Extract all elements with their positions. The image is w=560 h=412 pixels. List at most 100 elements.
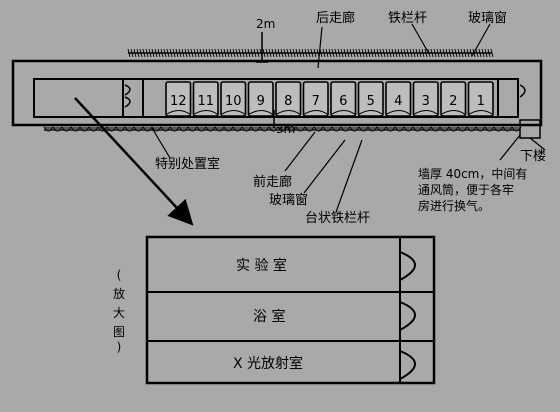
cell-11: 11 (192, 81, 219, 117)
top-railing-post (409, 48, 413, 58)
top-railing-post (181, 48, 185, 58)
top-railing-post (136, 48, 140, 58)
top-railing-post (415, 48, 419, 58)
top-railing-post (424, 48, 428, 58)
top-railing-post (271, 48, 275, 58)
terrace-railing-scallop (493, 126, 504, 132)
wall-thickness-note: 墙厚 40cm，中间有 通风筒，便于各牢 房进行换气。 (418, 166, 527, 214)
top-railing-post (295, 48, 299, 58)
top-railing-post (478, 48, 482, 58)
cell-box (275, 81, 302, 117)
top-railing-post (421, 48, 425, 58)
top-railing-post (454, 48, 458, 58)
cell-1: 1 (467, 81, 494, 117)
top-railing-post (184, 48, 188, 58)
stairs-box (519, 119, 541, 139)
rear-corridor-label: 后走廊 (316, 11, 356, 26)
terrace-railing-scallop (367, 126, 378, 132)
terrace-railing-scallop (223, 126, 234, 132)
top-railing-post (487, 48, 491, 58)
top-railing-post (301, 48, 305, 58)
top-railing-post (169, 48, 173, 58)
top-railing-post (319, 48, 323, 58)
top-railing-post (166, 48, 170, 58)
terrace-railing-scallop (439, 126, 450, 132)
cell-door-arc (221, 109, 245, 115)
special-room-label: 特别处置室 (155, 157, 221, 172)
cell-number: 5 (367, 94, 375, 109)
terrace-railing-scallop (178, 126, 189, 132)
top-railing-post (253, 48, 257, 58)
cell-number: 12 (170, 94, 187, 109)
top-railing-post (286, 48, 290, 58)
top-railing-post (412, 48, 416, 58)
top-railing-post (400, 48, 404, 58)
top-railing-post (133, 48, 137, 58)
top-railing-post (277, 48, 281, 58)
top-railing-post (445, 48, 449, 58)
terrace-railing-scallop (448, 126, 459, 132)
rear-corridor-leader (317, 26, 323, 69)
top-railing-post (337, 48, 341, 58)
top-railing-post (265, 48, 269, 58)
top-railing-post (214, 48, 218, 58)
top-railing-post (211, 48, 215, 58)
terrace-railing-scallop (142, 126, 153, 132)
terrace-railing-scallop (214, 126, 225, 132)
terrace-railing-scallop (124, 126, 135, 132)
top-railing-post (280, 48, 284, 58)
cell-door-arc (441, 109, 465, 115)
top-railing-post (223, 48, 227, 58)
terrace-railing-label: 台状铁栏杆 (305, 211, 371, 226)
top-railing-post (340, 48, 344, 58)
top-railing-post (466, 48, 470, 58)
top-railing-post (193, 48, 197, 58)
terrace-railing-scallop (349, 126, 360, 132)
top-railing-post (202, 48, 206, 58)
cell-number: 6 (339, 94, 347, 109)
top-railing-post (268, 48, 272, 58)
top-railing-post (307, 48, 311, 58)
terrace-railing-scallop (196, 126, 207, 132)
inner-wall (33, 78, 519, 118)
cell-number: 2 (449, 94, 457, 109)
top-railing-post (346, 48, 350, 58)
terrace-railing-scallop (322, 126, 333, 132)
terrace-railing (43, 126, 522, 132)
top-railing-post (187, 48, 191, 58)
cell-door-arc (414, 109, 438, 115)
cell-box (165, 81, 192, 117)
top-railing-post (457, 48, 461, 58)
room-bath: 浴 室 (253, 309, 286, 325)
cell-2: 2 (440, 81, 467, 117)
enlarged-label-char-4: ) (116, 340, 122, 354)
cell-8: 8 (275, 81, 302, 117)
cell-number: 8 (284, 94, 292, 109)
enlarged-label-char-1: 放 (112, 287, 125, 301)
top-railing-post (262, 48, 266, 58)
cell-door-arc (276, 109, 300, 115)
top-railing-post (241, 48, 245, 58)
top-railing-post (331, 48, 335, 58)
top-railing-post (406, 48, 410, 58)
enlarged-label-char-0: ( (116, 268, 122, 282)
cell-door-arc (249, 109, 273, 115)
top-railing-post (322, 48, 326, 58)
cell-door-arc (166, 109, 190, 115)
top-railing-post (232, 48, 236, 58)
cell-number: 3 (422, 94, 430, 109)
terrace-railing-scallop (268, 126, 279, 132)
top-railing-post (172, 48, 176, 58)
top-railing-post (130, 48, 134, 58)
enlarged-label-char-3: 图 (112, 325, 125, 339)
top-railing-post (385, 48, 389, 58)
top-railing-post (328, 48, 332, 58)
top-railing-post (313, 48, 317, 58)
room-lab: 实 验 室 (236, 258, 287, 274)
cell-number: 9 (257, 94, 265, 109)
enlarge-arrow (74, 97, 194, 226)
cell-box (440, 81, 467, 117)
top-railing-post (226, 48, 230, 58)
top-railing-post (274, 48, 278, 58)
